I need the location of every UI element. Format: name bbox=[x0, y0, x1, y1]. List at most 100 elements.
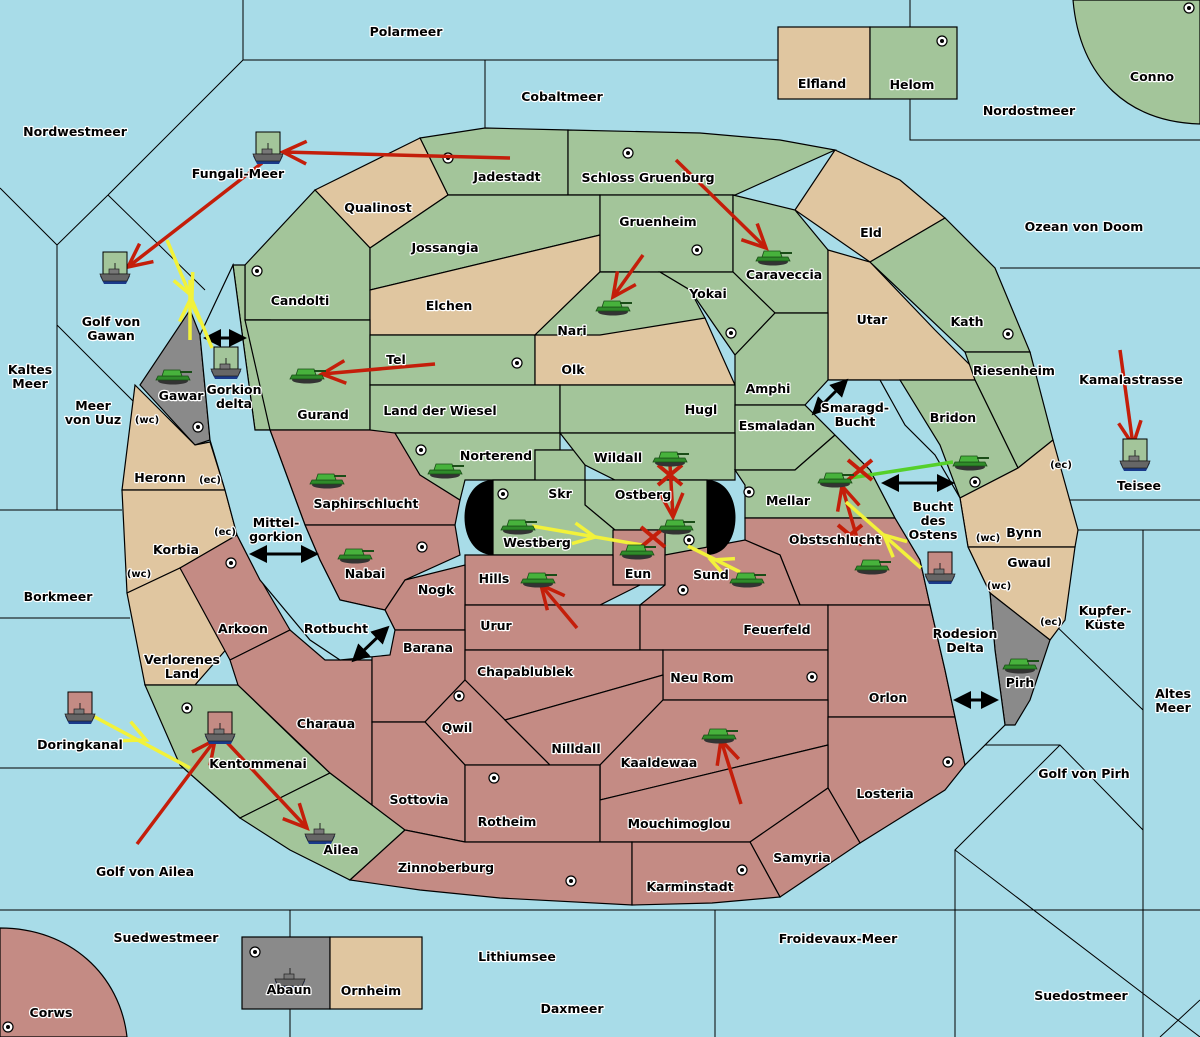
province-label-charaua: Charaua bbox=[297, 716, 355, 731]
province-elfland[interactable] bbox=[777, 26, 871, 100]
move-order-arrow bbox=[124, 161, 264, 270]
coast-label-wc: (wc) bbox=[987, 581, 1011, 592]
province-label-esmaladan: Esmaladan bbox=[739, 418, 815, 433]
supply-center-icon bbox=[2, 1021, 14, 1033]
province-rotheim[interactable] bbox=[464, 764, 601, 843]
province-label-nari: Nari bbox=[557, 323, 586, 338]
unit-fleet-teisee[interactable] bbox=[1119, 438, 1151, 472]
province-gruenheim[interactable] bbox=[599, 194, 734, 273]
sea-label-kupfer: Kupfer- bbox=[1079, 603, 1132, 618]
unit-fleet-kentommenai[interactable] bbox=[204, 711, 236, 745]
sea-label-lithiumsee: Lithiumsee bbox=[478, 949, 556, 964]
move-order-arrow bbox=[674, 158, 769, 251]
arrowhead-icon bbox=[124, 242, 154, 270]
sea-label-smaragd: Smaragd- bbox=[821, 400, 889, 415]
province-label-orlon: Orlon bbox=[869, 690, 908, 705]
unit-fleet-bucht-des-ostens[interactable] bbox=[924, 551, 956, 585]
support-order-line bbox=[531, 521, 643, 547]
province-label-kath: Kath bbox=[951, 314, 984, 329]
unit-fleet-fungali-meer[interactable] bbox=[252, 131, 284, 165]
supply-center-icon bbox=[969, 476, 981, 488]
province-label-qwil: Qwil bbox=[442, 720, 473, 735]
province-label-elfland: Elfland bbox=[798, 76, 846, 91]
sea-label-des: des bbox=[921, 513, 946, 528]
sea-label-delta: Delta bbox=[946, 640, 984, 655]
province-label-kentommenai: Kentommenai bbox=[209, 756, 307, 771]
unit-fleet-gorkion-delta[interactable] bbox=[210, 346, 242, 380]
sea-mittelgorkion[interactable] bbox=[199, 262, 396, 661]
province-label-elchen: Elchen bbox=[426, 298, 473, 313]
supply-center-icon bbox=[192, 421, 204, 433]
province-arkoon[interactable] bbox=[179, 534, 291, 661]
supply-center-icon bbox=[416, 541, 428, 553]
province-conno[interactable] bbox=[1072, 0, 1200, 125]
supply-center-icon bbox=[691, 244, 703, 256]
sea-label-borkmeer: Borkmeer bbox=[24, 589, 94, 604]
province-corws[interactable] bbox=[0, 927, 128, 1037]
province-label-olk: Olk bbox=[561, 362, 585, 377]
westberg-cap bbox=[464, 480, 493, 555]
support-order-line bbox=[844, 500, 923, 570]
coast-label-ec: (ec) bbox=[199, 475, 221, 486]
coast-label-wc: (wc) bbox=[135, 415, 159, 426]
failed-order-cross-icon bbox=[846, 458, 874, 482]
sea-label-rodesion: Rodesion bbox=[933, 626, 998, 641]
unit-fleet-golf-von-gawan[interactable] bbox=[99, 251, 131, 285]
arrowhead-icon bbox=[571, 521, 599, 546]
province-label-land: Land bbox=[165, 666, 199, 681]
arrowhead-icon bbox=[658, 492, 685, 522]
sea-label-golf-von-ailea: Golf von Ailea bbox=[96, 864, 194, 879]
connector-arrows bbox=[203, 329, 999, 709]
supply-center-icon bbox=[743, 486, 755, 498]
arrowhead-icon bbox=[282, 802, 310, 831]
sea-label-rotbucht: Rotbucht bbox=[304, 621, 368, 636]
province-label-samyria: Samyria bbox=[773, 850, 831, 865]
unit-fleet-doringkanal[interactable] bbox=[64, 691, 96, 725]
sea-bucht-des-ostens[interactable] bbox=[804, 379, 1006, 767]
sea-label-ostens: Ostens bbox=[909, 527, 958, 542]
supply-center-icon bbox=[1183, 2, 1195, 14]
sea-label-meer: Meer bbox=[1155, 700, 1191, 715]
province-label-heronn: Heronn bbox=[134, 470, 186, 485]
province-kath[interactable] bbox=[869, 217, 1031, 353]
province-label-corws: Corws bbox=[30, 1005, 73, 1020]
labels-layer: PolarmeerCobaltmeerNordwestmeerNordostme… bbox=[7, 23, 1193, 1021]
province-label-karminstadt: Karminstadt bbox=[646, 879, 733, 894]
province-verlorenes-land[interactable] bbox=[126, 567, 231, 686]
province-label-sund: Sund bbox=[693, 567, 729, 582]
province-label-chapablublek: Chapablublek bbox=[477, 664, 574, 679]
province-label-utar: Utar bbox=[857, 312, 889, 327]
province-zinnoberburg[interactable] bbox=[348, 829, 633, 906]
province-label-nabai: Nabai bbox=[345, 566, 386, 581]
arrowhead-icon bbox=[121, 720, 150, 743]
sea-label-daxmeer: Daxmeer bbox=[540, 1001, 604, 1016]
units-layer bbox=[64, 131, 1151, 990]
province-label-ostberg: Ostberg bbox=[615, 487, 672, 502]
province-ornheim[interactable] bbox=[329, 936, 423, 1010]
province-label-korbia: Korbia bbox=[153, 542, 199, 557]
supply-center-icon bbox=[511, 357, 523, 369]
province-label-mellar: Mellar bbox=[766, 493, 811, 508]
province-label-wildall: Wildall bbox=[594, 450, 642, 465]
province-label-feuerfeld: Feuerfeld bbox=[743, 622, 810, 637]
supply-center-icon bbox=[936, 35, 948, 47]
province-eld[interactable] bbox=[794, 149, 947, 263]
province-label-riesenheim: Riesenheim bbox=[973, 363, 1055, 378]
sea-label-golf-von: Golf von bbox=[82, 314, 141, 329]
supply-center-icon bbox=[622, 147, 634, 159]
province-label-gruenheim: Gruenheim bbox=[619, 214, 696, 229]
support-order-line bbox=[687, 544, 741, 580]
sea-label-bucht: Bucht bbox=[913, 499, 954, 514]
support-order-line bbox=[177, 280, 203, 340]
province-label-ailea: Ailea bbox=[323, 842, 358, 857]
supply-center-icon bbox=[1002, 328, 1014, 340]
supply-center-icon bbox=[181, 702, 193, 714]
province-karminstadt[interactable] bbox=[631, 841, 781, 906]
arrowhead-icon bbox=[278, 139, 308, 166]
province-label-caraveccia: Caraveccia bbox=[746, 267, 822, 282]
province-label-kaaldewaa: Kaaldewaa bbox=[621, 755, 698, 770]
sea-label-doringkanal: Doringkanal bbox=[37, 737, 123, 752]
